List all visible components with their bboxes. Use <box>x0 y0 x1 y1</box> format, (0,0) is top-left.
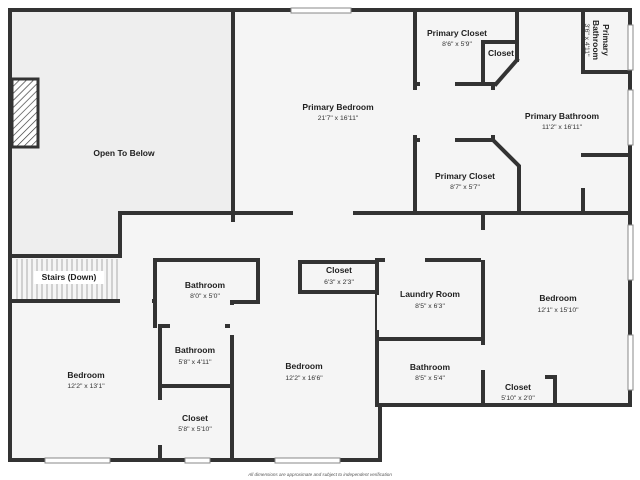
label-bathroom-upper: Bathroom 8'0" x 5'0" <box>185 280 226 300</box>
bedroom-middle-name: Bedroom <box>285 361 323 371</box>
bedroom-middle-dims: 12'2" x 16'6" <box>285 375 323 382</box>
label-bathroom-lower: Bathroom 8'5" x 5'4" <box>410 362 451 382</box>
primary-closet-top-name: Primary Closet <box>427 28 487 38</box>
label-stairs: Stairs (Down) <box>34 271 104 284</box>
windows <box>44 7 634 464</box>
label-bedroom-right: Bedroom 12'1" x 15'10" <box>537 293 579 314</box>
primary-bedroom-name: Primary Bedroom <box>302 102 374 112</box>
label-primary-bathroom-small: Primary Bathroom 3'6" x 4'11" <box>583 20 611 61</box>
closet-hall-name: Closet <box>326 265 352 275</box>
primary-bathroom-name: Primary Bathroom <box>525 111 600 121</box>
disclaimer: All dimensions are approximate and subje… <box>247 472 392 477</box>
label-closet-hall: Closet 6'3" x 2'3" <box>324 265 354 286</box>
label-bedroom-middle: Bedroom 12'2" x 16'6" <box>285 361 323 382</box>
bedroom-right-dims: 12'1" x 15'10" <box>537 307 579 314</box>
label-closet-small: Closet <box>488 48 514 58</box>
bathroom-upper-dims: 8'0" x 5'0" <box>190 293 220 300</box>
label-closet-lower: Closet 5'8" x 5'10" <box>178 413 212 433</box>
bedroom-left-dims: 12'2" x 13'1" <box>67 383 105 390</box>
primary-closet-bottom-dims: 8'7" x 5'7" <box>450 184 480 191</box>
open-to-below-area <box>12 12 233 256</box>
closet-small-name: Closet <box>488 48 514 58</box>
label-primary-bedroom: Primary Bedroom 21'7" x 16'11" <box>302 102 374 122</box>
fireplace-hatch <box>10 77 40 149</box>
label-closet-right: Closet 5'10" x 2'0" <box>501 382 535 402</box>
label-bathroom-small: Bathroom 5'8" x 4'11" <box>175 345 216 366</box>
label-open-to-below: Open To Below <box>93 148 155 158</box>
bathroom-lower-name: Bathroom <box>410 362 451 372</box>
primary-closet-top-dims: 8'6" x 5'9" <box>442 41 472 48</box>
stairs-name: Stairs (Down) <box>42 272 97 282</box>
primary-bathroom-small-dims: 3'6" x 4'11" <box>583 24 590 58</box>
primary-bathroom-small-name-1: Primary <box>601 24 611 56</box>
bathroom-upper-name: Bathroom <box>185 280 226 290</box>
closet-right-dims: 5'10" x 2'0" <box>501 395 535 402</box>
label-laundry-room: Laundry Room 8'5" x 6'3" <box>400 289 460 310</box>
primary-bedroom-dims: 21'7" x 16'11" <box>318 115 359 122</box>
label-bedroom-left: Bedroom 12'2" x 13'1" <box>67 370 105 390</box>
primary-closet-bottom-name: Primary Closet <box>435 171 495 181</box>
primary-bathroom-dims: 11'2" x 16'11" <box>542 124 583 131</box>
bedroom-right-name: Bedroom <box>539 293 577 303</box>
bathroom-small-dims: 5'8" x 4'11" <box>179 359 213 366</box>
laundry-room-name: Laundry Room <box>400 289 460 299</box>
open-to-below-name: Open To Below <box>93 148 155 158</box>
closet-hall-dims: 6'3" x 2'3" <box>324 279 354 286</box>
primary-bathroom-small-name-2: Bathroom <box>591 20 601 61</box>
label-primary-bathroom: Primary Bathroom 11'2" x 16'11" <box>525 111 600 131</box>
label-primary-closet-top: Primary Closet 8'6" x 5'9" <box>427 28 487 48</box>
bathroom-lower-dims: 8'5" x 5'4" <box>415 375 445 382</box>
closet-lower-name: Closet <box>182 413 208 423</box>
closet-right-name: Closet <box>505 382 531 392</box>
bathroom-small-name: Bathroom <box>175 345 216 355</box>
bedroom-left-name: Bedroom <box>67 370 105 380</box>
laundry-room-dims: 8'5" x 6'3" <box>415 303 445 310</box>
label-primary-closet-bottom: Primary Closet 8'7" x 5'7" <box>435 171 495 191</box>
closet-lower-dims: 5'8" x 5'10" <box>178 426 212 433</box>
doorways <box>120 82 545 445</box>
